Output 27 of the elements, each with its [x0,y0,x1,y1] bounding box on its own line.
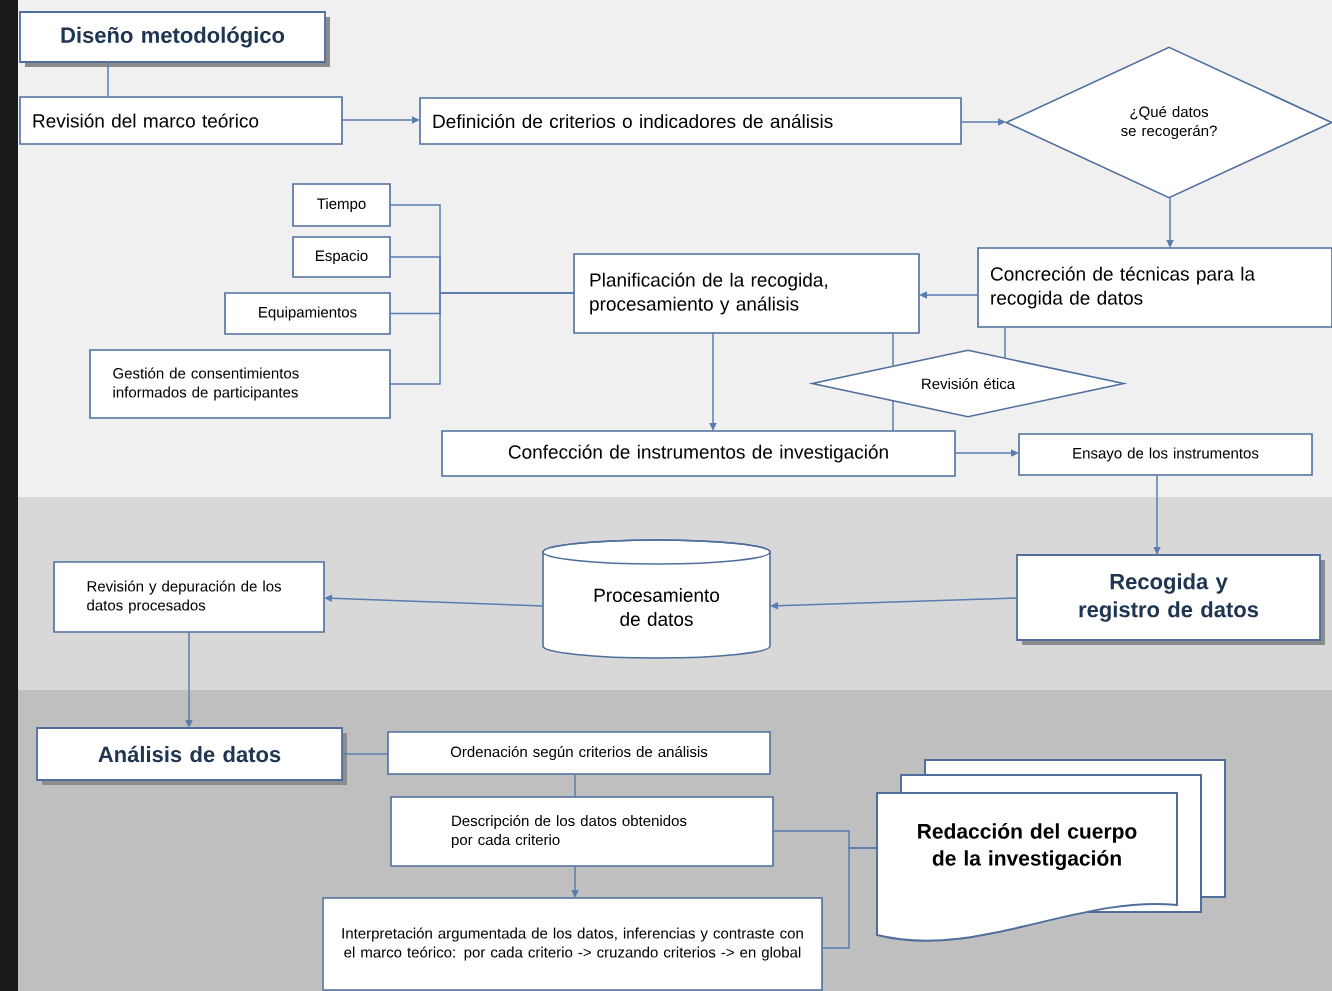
stage-box: Diseño metodológico [19,11,330,67]
connector-line [821,847,878,949]
database-cylinder: Procesamiento de datos [542,539,771,659]
process-box: Gestión de consentimientos informados de participantes [89,349,391,419]
stage-box: Recogida y registro de datos [1016,554,1325,645]
stage-box: Análisis de datos [36,727,347,785]
connector-line [107,61,109,98]
process-box: Ordenación según criterios de análisis [387,731,771,775]
connector-line [389,292,575,385]
process-box: Planificación de la recogida, procesamiento y análisis [573,253,920,334]
process-box: Revisión del marco teórico [19,96,343,145]
connector-line [892,400,894,432]
process-box: Equipamientos [224,292,391,335]
process-box: Definición de criterios o indicadores de análisis [419,97,962,145]
connector-line [341,753,389,755]
process-box: Espacio [292,236,391,278]
process-box: Interpretación argumentada de los datos, inferencias y contraste con el marco teórico: por cada criterio -> cruzando criterios -> en global [322,897,823,991]
process-box: Confección de instrumentos de investigación [441,430,956,477]
process-box: Concreción de técnicas para la recogida de datos [977,247,1332,328]
connector-line [1004,326,1006,360]
process-box: Tiempo [292,183,391,227]
process-box: Revisión y depuración de los datos procesados [53,561,325,633]
connector-line [574,773,576,798]
document-stack: Redacción del cuerpo de la investigación [876,759,1226,942]
process-box: Ensayo de los instrumentos [1018,433,1313,476]
connector-line [892,332,894,368]
process-box: Descripción de los datos obtenidos por cada criterio [390,796,774,867]
